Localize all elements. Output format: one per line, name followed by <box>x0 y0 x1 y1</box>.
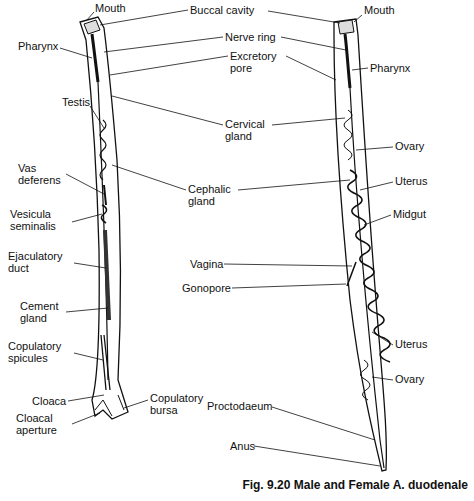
part-label: Copulatory spicules <box>8 340 73 364</box>
part-label: Buccal cavity <box>190 4 254 16</box>
part-label: Ovary <box>395 140 424 152</box>
part-label: Ovary <box>395 373 424 385</box>
part-label: Anus <box>230 440 255 452</box>
testis-coil <box>100 120 106 180</box>
figure-caption: Fig. 9.20 Male and Female A. duodenale <box>198 478 468 492</box>
part-label: Cephalic gland <box>188 183 243 207</box>
part-label: Excretory pore <box>230 50 290 74</box>
part-label: Midgut <box>393 208 426 220</box>
part-label: Vas deferens <box>18 162 68 186</box>
female-buccal-capsule <box>338 20 354 34</box>
part-label: Cloacal aperture <box>16 412 71 436</box>
part-label: Cloaca <box>32 395 66 407</box>
part-label: Proctodaeum <box>207 400 272 412</box>
vesicula-seminalis <box>101 205 106 223</box>
spicules <box>101 335 110 390</box>
part-label: Gonopore <box>182 282 231 294</box>
part-label: Testis <box>62 96 90 108</box>
ovary-coil <box>360 360 370 400</box>
part-label: Uterus <box>395 175 427 187</box>
part-label: Mouth <box>364 4 395 16</box>
vas-deferens <box>104 185 106 205</box>
male-pharynx <box>92 34 98 82</box>
uterus-coil <box>348 170 390 362</box>
part-label: Nerve ring <box>225 31 276 43</box>
part-label: Cement gland <box>20 300 65 324</box>
ejaculatory-duct <box>105 230 109 320</box>
female-body <box>334 19 386 471</box>
part-label: Uterus <box>395 338 427 350</box>
leader-lines <box>60 10 393 466</box>
part-label: Vesicula seminalis <box>10 208 70 232</box>
part-label: Pharynx <box>18 40 58 52</box>
part-label: Mouth <box>95 2 126 14</box>
part-label: Vagina <box>190 258 223 270</box>
part-label: Ejaculatory duct <box>8 250 73 274</box>
part-label: Cervical gland <box>225 118 280 142</box>
male-buccal-capsule <box>84 20 100 34</box>
part-label: Pharynx <box>370 62 410 74</box>
ovary-coil <box>344 110 352 160</box>
female-pharynx <box>345 34 350 88</box>
